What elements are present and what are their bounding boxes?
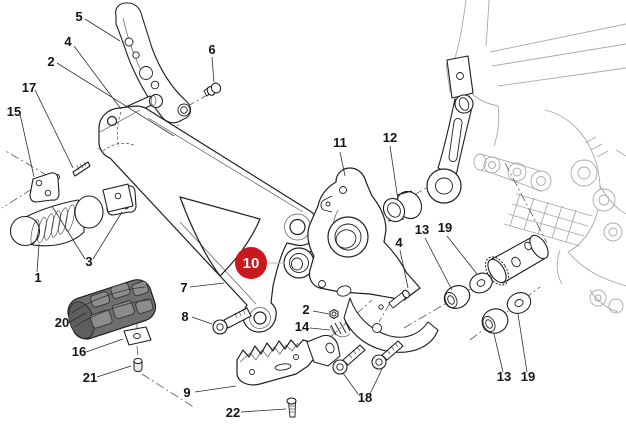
part-bracket-plate-5 xyxy=(115,2,192,124)
part-bolts-18 xyxy=(332,340,404,375)
callout-13b: 13 xyxy=(497,369,511,384)
badge-circle xyxy=(235,247,267,279)
callout-22: 22 xyxy=(226,405,240,420)
part-bolt-6 xyxy=(203,82,222,97)
callout-11: 11 xyxy=(333,135,347,150)
callout-20: 20 xyxy=(55,315,69,330)
callout-9: 9 xyxy=(183,385,190,400)
part-bushing-12 xyxy=(382,190,423,223)
callout-4b: 4 xyxy=(395,235,403,250)
highlight-badge-10: 10 xyxy=(235,247,285,279)
callout-7: 7 xyxy=(180,280,187,295)
part-mount-plate-15 xyxy=(29,172,60,203)
part-main-arm-7 xyxy=(98,105,320,333)
callout-13a: 13 xyxy=(415,222,429,237)
callout-18: 18 xyxy=(358,390,372,405)
callout-4a: 4 xyxy=(64,34,72,49)
part-bolt-22 xyxy=(286,397,297,418)
part-spacer-cylinder xyxy=(484,234,549,286)
leader-lines xyxy=(19,18,528,413)
callout-12: 12 xyxy=(383,130,397,145)
part-washer-19b xyxy=(506,292,532,314)
callout-6: 6 xyxy=(208,42,215,57)
part-roller-13a xyxy=(443,285,471,309)
callout-16: 16 xyxy=(72,344,86,359)
part-rubber-pad-20 xyxy=(67,279,157,340)
part-plate-16 xyxy=(123,326,152,346)
callout-19a: 19 xyxy=(438,220,452,235)
callout-2b: 2 xyxy=(302,302,309,317)
part-footrest-9 xyxy=(236,334,341,386)
part-pin-4b xyxy=(378,289,410,310)
part-spring-14 xyxy=(329,320,351,338)
badge-label: 10 xyxy=(243,255,260,272)
part-washer-19a xyxy=(469,272,493,294)
part-bracket-11 xyxy=(307,167,439,353)
callout-labels: 5 4 2 17 15 6 1 3 20 16 21 7 8 9 22 11 1… xyxy=(7,9,535,420)
callout-2a: 2 xyxy=(47,54,54,69)
part-link-arm xyxy=(426,55,474,204)
callout-14: 14 xyxy=(295,319,310,334)
callout-8: 8 xyxy=(181,309,188,324)
callout-21: 21 xyxy=(83,370,97,385)
part-grommet-10 xyxy=(283,247,315,279)
part-roller-13b xyxy=(481,308,509,334)
part-bushing-21 xyxy=(133,358,143,372)
part-bolt-8 xyxy=(212,307,252,335)
pad-blocks xyxy=(89,280,154,329)
callout-17: 17 xyxy=(22,80,36,95)
part-nut-2b xyxy=(329,308,339,320)
part-footpeg-1 xyxy=(9,183,134,247)
callout-1: 1 xyxy=(34,270,41,285)
callout-5: 5 xyxy=(75,9,82,24)
part-spring-pin-17 xyxy=(54,161,91,180)
callout-19b: 19 xyxy=(521,369,535,384)
callout-3: 3 xyxy=(85,254,92,269)
callout-15: 15 xyxy=(7,104,21,119)
